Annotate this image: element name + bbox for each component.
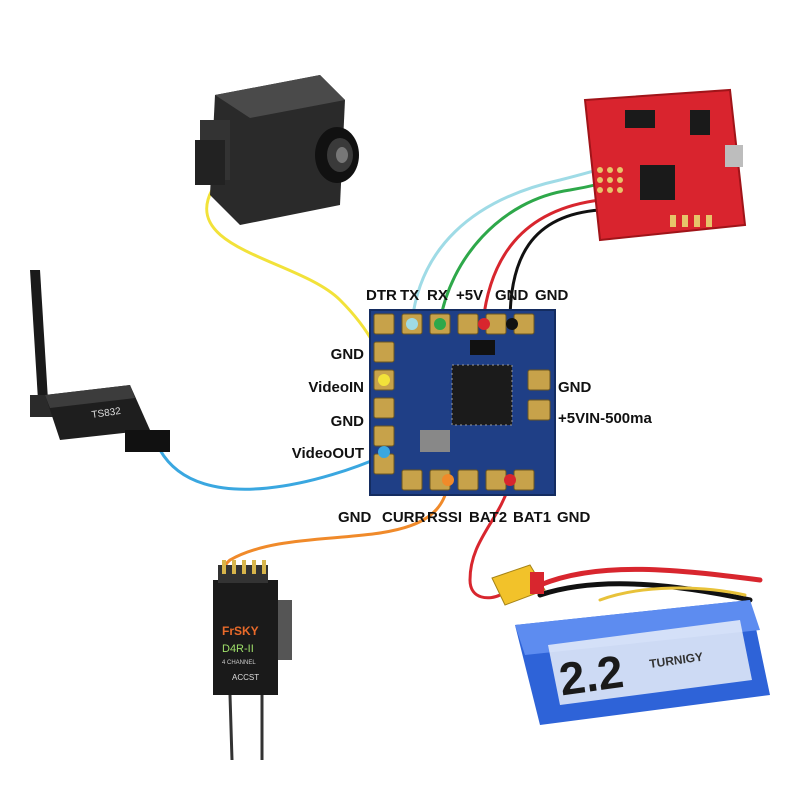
bottom-label-bat1: BAT1: [513, 509, 552, 526]
top-label-5v: +5V: [456, 287, 484, 304]
lipo-battery: 2.2 TURNIGY: [515, 600, 770, 725]
xt60-connector: [491, 564, 546, 606]
top-label-gnd-1: GND: [495, 287, 529, 304]
battery-lead-red: [537, 566, 763, 588]
flight-controller: [583, 88, 747, 242]
receiver-sub: 4 CHANNEL: [222, 660, 256, 666]
top-label-gnd-2: GND: [535, 287, 569, 304]
left-label-gnd-1: GND: [330, 346, 364, 363]
right-label-5vin: +5VIN-500ma: [558, 410, 652, 427]
bottom-label-curr: CURR: [382, 509, 426, 526]
wire-5v: [481, 198, 602, 324]
battery-capacity: 2.2: [556, 645, 627, 705]
video-transmitter: TS832: [30, 270, 170, 452]
battery-lead-black: [537, 581, 753, 603]
bottom-label-gnd-2: GND: [557, 509, 591, 526]
top-label-rx: RX: [427, 287, 448, 304]
bottom-label-gnd-1: GND: [338, 509, 372, 526]
bottom-label-rssi: RSSI: [427, 509, 463, 526]
balance-lead-yellow: [598, 586, 747, 602]
left-label-gnd-2: GND: [330, 413, 364, 430]
wire-video-out: [158, 448, 387, 491]
receiver-accst: ACCST: [232, 673, 259, 682]
wires: [158, 143, 763, 603]
wire-bat1: [468, 480, 512, 600]
receiver-brand: FrSKY: [222, 624, 259, 638]
osd-board: [369, 309, 556, 496]
transmitter-label: TS832: [91, 406, 122, 421]
receiver-model: D4R-II: [222, 643, 254, 655]
left-label-videoin: VideoIN: [308, 379, 364, 396]
left-label-videoout: VideoOUT: [291, 445, 364, 462]
rc-receiver: FrSKY D4R-II 4 CHANNEL ACCST: [213, 560, 292, 761]
receiver-antenna: [228, 694, 264, 761]
fpv-camera: [195, 75, 359, 225]
wire-gnd: [508, 208, 602, 324]
right-label-gnd: GND: [558, 379, 592, 396]
bottom-label-bat2: BAT2: [469, 509, 508, 526]
top-label-dtr: DTR: [366, 287, 397, 304]
top-label-tx: TX: [400, 287, 420, 304]
